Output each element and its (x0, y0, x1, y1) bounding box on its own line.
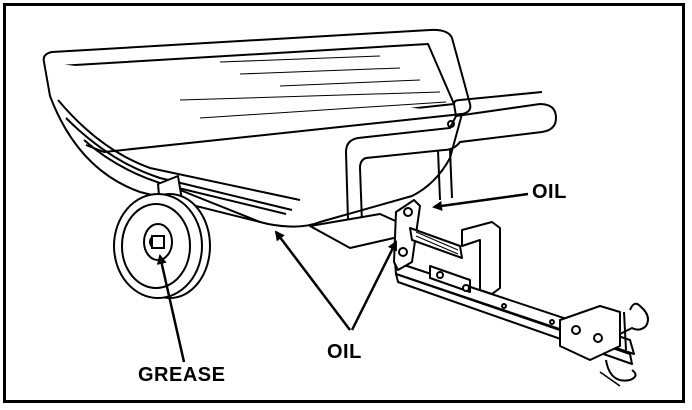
dump-handle (344, 91, 558, 223)
arrow-oil-top (432, 192, 529, 211)
arrow-oil-left (274, 230, 351, 331)
hitch-tongue (309, 199, 649, 387)
leader-arrows (156, 192, 529, 363)
wheel (113, 193, 211, 299)
figure-border (3, 3, 685, 403)
arrow-grease (156, 254, 186, 363)
grease-label-wheel: GREASE (138, 364, 226, 386)
dump-tub (42, 28, 472, 228)
oil-label-pivots: OIL (327, 341, 362, 363)
oil-label-hitch: OIL (532, 181, 567, 203)
arrow-oil-right (350, 240, 398, 331)
